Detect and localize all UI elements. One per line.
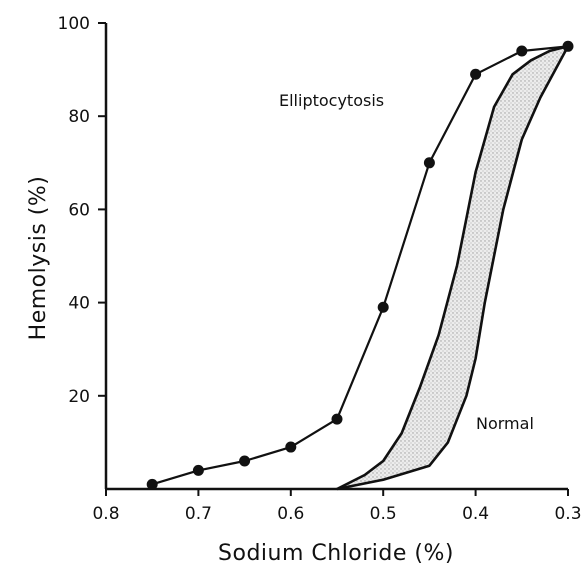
elliptocytosis-point [516,45,528,57]
y-tick-label: 40 [68,294,90,314]
normal-band-upper-curve [336,45,569,491]
x-axis-title: Sodium Chloride (%) [218,541,454,566]
x-tick-label: 0.4 [462,504,489,524]
elliptocytosis-point [192,464,204,476]
elliptocytosis-series [146,40,574,490]
y-axis-ticks: 20 40 60 80 100 [58,14,106,407]
elliptocytosis-point [146,478,158,490]
y-tick-label: 20 [68,387,90,407]
elliptocytosis-point [377,301,389,313]
elliptocytosis-point [562,40,574,52]
normal-band [336,45,570,491]
normal-band-lower-curve [336,45,570,491]
elliptocytosis-point [470,68,482,80]
y-tick-label: 100 [58,14,90,34]
x-axis-ticks: 0.8 0.7 0.6 0.5 0.4 0.3 [92,489,582,524]
y-axis-title: Hemolysis (%) [26,176,51,341]
y-tick-label: 60 [68,200,90,220]
elliptocytosis-point [285,441,297,453]
x-tick-label: 0.5 [370,504,397,524]
x-tick-label: 0.7 [185,504,212,524]
elliptocytosis-line [151,45,569,486]
normal-band-fill [337,46,568,490]
x-tick-label: 0.8 [92,504,119,524]
elliptocytosis-point [239,455,251,467]
axes [104,23,568,491]
x-tick-label: 0.6 [277,504,304,524]
elliptocytosis-point [423,157,435,169]
y-tick-label: 80 [68,107,90,127]
annotation-elliptocytosis: Elliptocytosis [279,91,384,110]
annotation-normal: Normal [476,414,534,433]
x-tick-label: 0.3 [554,504,581,524]
elliptocytosis-point [331,413,343,425]
